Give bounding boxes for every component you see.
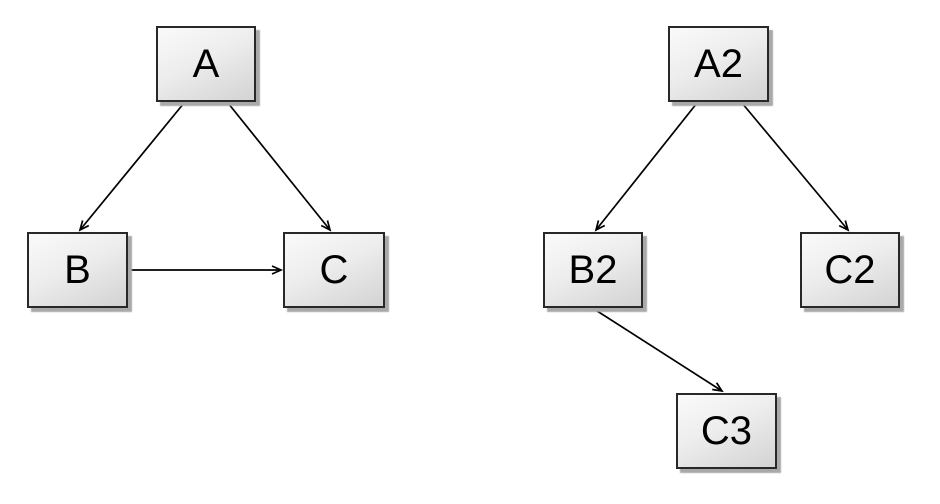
- node-b2[interactable]: B2: [543, 232, 643, 308]
- node-a-label: A: [192, 42, 220, 86]
- edge-b2-to-c3: [593, 308, 724, 393]
- node-c-label: C: [319, 248, 349, 292]
- node-b-label: B: [64, 248, 91, 292]
- edge-a2-to-c2: [741, 102, 850, 232]
- node-a2-label: A2: [694, 42, 743, 86]
- node-c2[interactable]: C2: [800, 232, 900, 308]
- edge-a-to-b: [78, 102, 185, 232]
- node-b[interactable]: B: [27, 232, 128, 308]
- node-c[interactable]: C: [283, 232, 385, 308]
- node-a[interactable]: A: [156, 26, 256, 102]
- node-c3-label: C3: [700, 409, 753, 453]
- node-c2-label: C2: [824, 248, 876, 292]
- node-c3[interactable]: C3: [676, 393, 777, 469]
- edge-a2-to-b2: [594, 102, 698, 232]
- node-a2[interactable]: A2: [668, 26, 769, 102]
- node-b2-label: B2: [568, 248, 618, 292]
- edge-a-to-c: [227, 102, 332, 232]
